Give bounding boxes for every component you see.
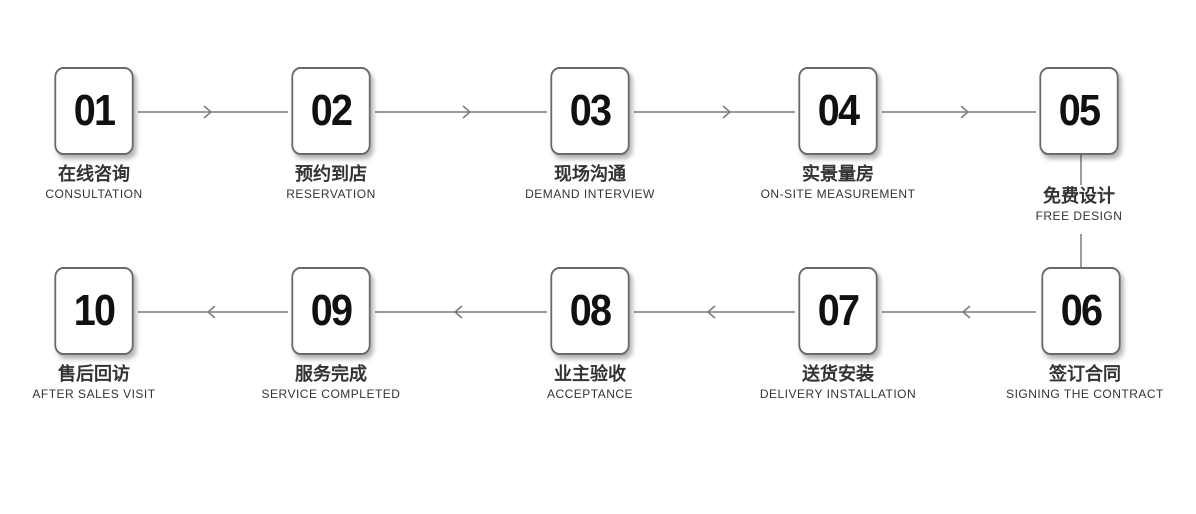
step-10: 10 售后回访 AFTER SALES VISIT (0, 267, 194, 402)
step-number-box: 01 (54, 67, 134, 155)
step-title-cn: 免费设计 (1043, 186, 1115, 207)
step-number-box: 03 (550, 67, 630, 155)
step-06: 06 签订合同 SIGNING THE CONTRACT (985, 267, 1185, 402)
step-number-box: 10 (54, 267, 134, 355)
step-04: 04 实景量房 ON-SITE MEASUREMENT (738, 67, 938, 202)
step-title-en: FREE DESIGN (1035, 209, 1123, 223)
arrow-left-icon (206, 305, 216, 319)
step-03: 03 现场沟通 DEMAND INTERVIEW (490, 67, 690, 202)
step-number-box: 08 (550, 267, 630, 355)
arrow-left-icon (961, 305, 971, 319)
arrow-right-icon (722, 105, 732, 119)
step-02: 02 预约到店 RESERVATION (231, 67, 431, 202)
step-title-cn: 送货安装 (802, 364, 874, 385)
arrow-right-icon (203, 105, 213, 119)
step-title-en: ON-SITE MEASUREMENT (760, 187, 916, 201)
step-05: 05 免费设计 FREE DESIGN (979, 67, 1179, 224)
step-title-en: DELIVERY INSTALLATION (759, 387, 917, 401)
step-01: 01 在线咨询 CONSULTATION (0, 67, 194, 202)
arrow-left-icon (453, 305, 463, 319)
step-title-en: CONSULTATION (45, 187, 143, 201)
step-title-en: RESERVATION (286, 187, 376, 201)
arrow-right-icon (462, 105, 472, 119)
step-title-en: SERVICE COMPLETED (261, 387, 401, 401)
arrow-left-icon (706, 305, 716, 319)
step-09: 09 服务完成 SERVICE COMPLETED (231, 267, 431, 402)
step-title-cn: 预约到店 (295, 164, 367, 185)
step-title-en: AFTER SALES VISIT (32, 387, 156, 401)
step-number-box: 05 (1039, 67, 1119, 155)
step-07: 07 送货安装 DELIVERY INSTALLATION (738, 267, 938, 402)
arrow-right-icon (960, 105, 970, 119)
step-title-cn: 实景量房 (802, 164, 874, 185)
step-title-en: ACCEPTANCE (546, 387, 634, 401)
step-title-cn: 售后回访 (58, 364, 130, 385)
step-title-cn: 签订合同 (1049, 364, 1121, 385)
step-title-cn: 服务完成 (295, 364, 367, 385)
step-number-box: 09 (291, 267, 371, 355)
step-title-cn: 现场沟通 (554, 164, 626, 185)
step-number-box: 04 (798, 67, 878, 155)
step-number-box: 06 (1041, 267, 1121, 355)
step-title-cn: 业主验收 (554, 364, 626, 385)
step-title-en: DEMAND INTERVIEW (525, 187, 655, 201)
step-number-box: 07 (798, 267, 878, 355)
step-number-box: 02 (291, 67, 371, 155)
step-title-cn: 在线咨询 (58, 164, 130, 185)
step-title-en: SIGNING THE CONTRACT (1006, 387, 1164, 401)
step-08: 08 业主验收 ACCEPTANCE (490, 267, 690, 402)
